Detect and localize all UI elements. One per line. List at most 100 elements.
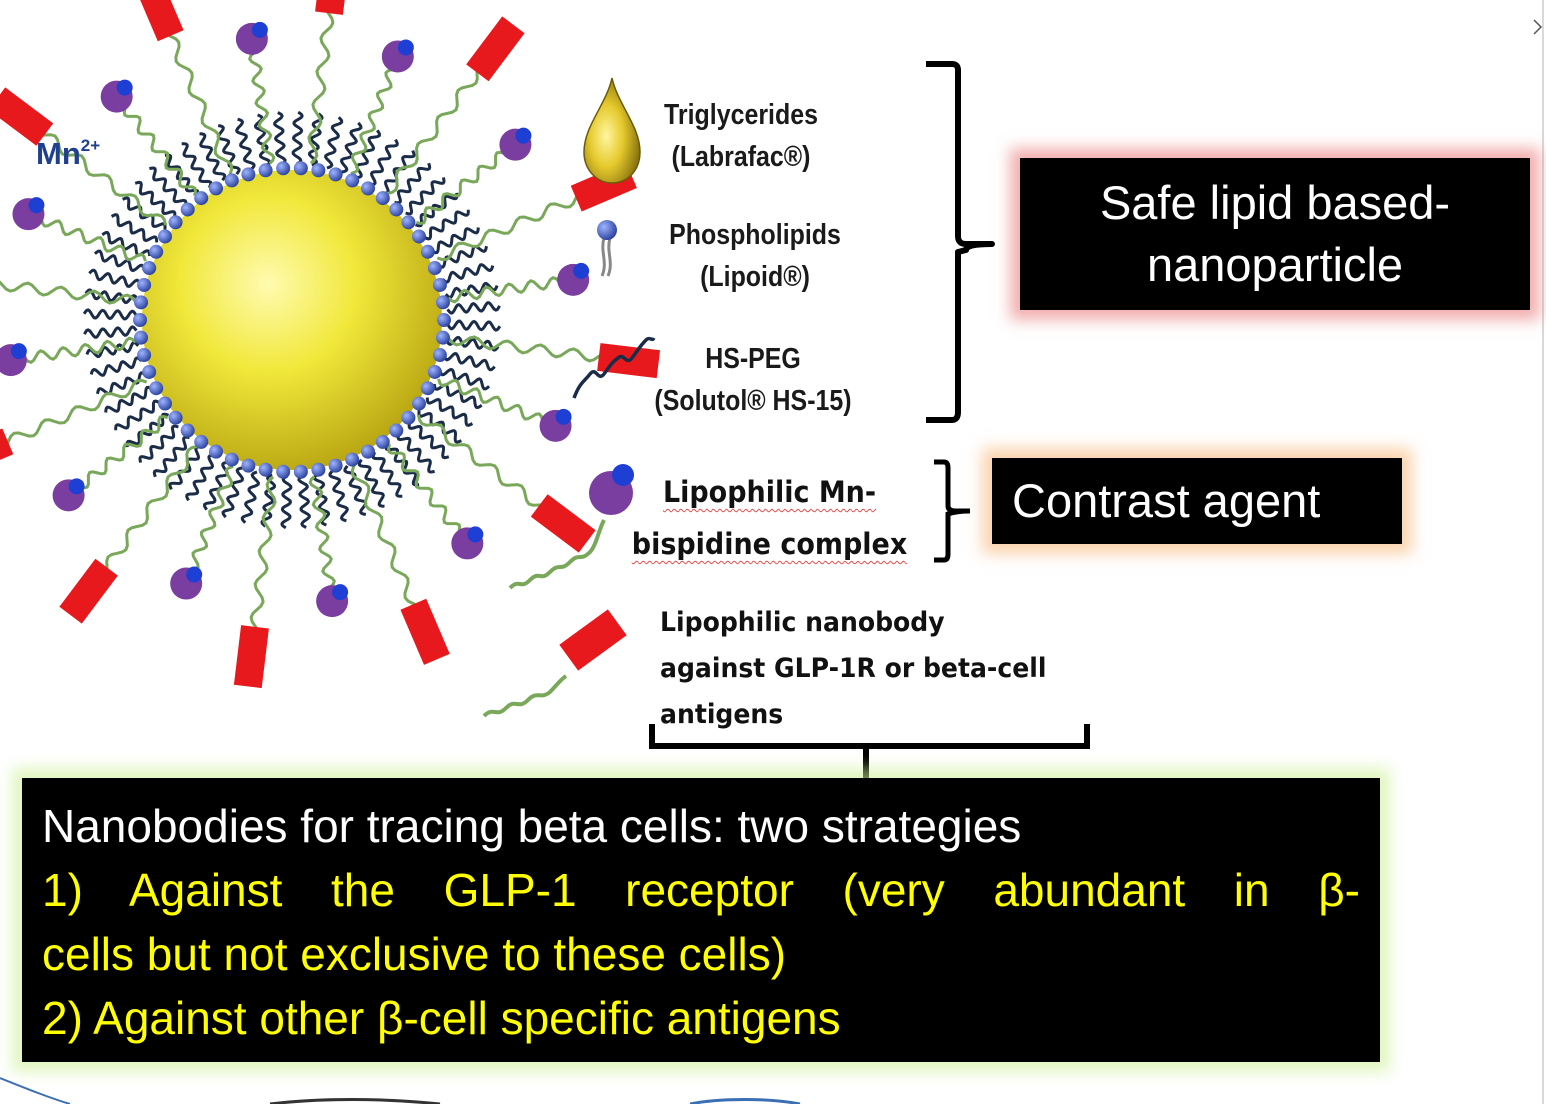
peg-chain (384, 442, 420, 487)
phospholipid-head (427, 261, 442, 276)
nanobody-block (315, 0, 351, 15)
lipid-core (142, 170, 442, 470)
peg-chain (149, 166, 188, 207)
green-tether (122, 107, 198, 197)
peg-chain (199, 132, 227, 182)
phospholipid-head (420, 244, 435, 259)
green-tether (416, 414, 554, 516)
mn-complex-ion (186, 566, 203, 583)
phospholipid-head (427, 364, 442, 379)
peg-chain (138, 424, 179, 463)
slide-edge-arrow-icon (1533, 19, 1543, 35)
peg-chain (446, 319, 502, 332)
mn-complex-ion (467, 526, 484, 543)
strategies-box: Nanobodies for tracing beta cells: two s… (22, 778, 1380, 1062)
green-tether (308, 475, 336, 589)
peg-chain (405, 177, 446, 216)
peg-chain (430, 227, 480, 255)
mn-ion-symbol: Mn (36, 136, 81, 171)
mn-complex-ion (332, 584, 349, 601)
nanobody-block (0, 87, 54, 146)
safe-callout-line1: Safe lipid based- (1099, 176, 1451, 229)
phospholipid-head (293, 161, 308, 176)
peg-chain (382, 150, 416, 195)
phospholipids-label: Phospholipids (Lipoid®) (652, 214, 858, 298)
peg-chain (114, 399, 161, 431)
phospholipid-head (142, 261, 157, 276)
phospholipid-head (435, 330, 450, 345)
peg-chain (85, 340, 140, 359)
green-tether (0, 378, 148, 451)
green-tether (248, 51, 276, 165)
nanobody-label: Lipophilic nanobody against GLP-1R or be… (660, 600, 1097, 738)
peg-chain (125, 412, 170, 448)
peg-chain (343, 465, 368, 516)
mn-complex-label: Lipophilic Mn- bispidine complex (630, 466, 909, 570)
peg-chain (297, 474, 311, 529)
strategies-heading: Nanobodies for tracing beta cells: two s… (42, 800, 1022, 852)
green-tether (307, 0, 335, 165)
peg-chain (369, 138, 399, 187)
phospholipid-head (311, 163, 326, 178)
green-tether (415, 150, 505, 226)
peg-chain (122, 196, 167, 230)
phospholipid-head (180, 202, 195, 217)
green-tether (161, 20, 234, 176)
strategy-2: 2) Against other β-cell specific antigen… (42, 992, 841, 1044)
triglycerides-name: Triglycerides (664, 99, 818, 131)
phospholipid-head (224, 452, 239, 467)
phospholipid-head (241, 458, 256, 473)
phospholipid-head (158, 396, 173, 411)
green-tether (190, 465, 234, 573)
peg-chain (407, 422, 450, 460)
mn-complex-line1: Lipophilic Mn- (662, 475, 877, 509)
phospholipid-head (411, 229, 426, 244)
peg-chain (181, 142, 213, 189)
green-tether (249, 475, 277, 644)
triglyceride-droplet-icon (583, 77, 641, 184)
green-tether (447, 276, 561, 304)
nanobody-line3: antigens (660, 699, 784, 730)
phospholipid-head (432, 348, 447, 363)
phospholipid-head (420, 381, 435, 396)
peg-chain (168, 445, 202, 490)
phospholipid-head (134, 295, 149, 310)
nanobody-line1: Lipophilic nanobody (660, 607, 945, 638)
contrast-callout-text: Contrast agent (1012, 474, 1321, 527)
peg-chain (134, 180, 177, 218)
peg-chain (240, 470, 260, 524)
peg-chain (235, 117, 256, 171)
mn-complex-line2: bispidine complex (631, 527, 908, 561)
phospholipid-head (411, 396, 426, 411)
peg-chain (216, 124, 241, 175)
green-tether (30, 124, 168, 226)
peg-chain (423, 209, 470, 241)
nanobody-block (59, 558, 118, 624)
nanobody-block (466, 16, 525, 82)
peg-chain (152, 435, 190, 478)
phospholipid-head (241, 167, 256, 182)
phospholipid-head (345, 452, 360, 467)
phospholipid-icon (597, 220, 617, 277)
peg-chain (324, 116, 344, 170)
decorative-bottom-curve (0, 1077, 71, 1104)
mn-ion-label: Mn2+ (36, 136, 100, 172)
peg-chain-icon (572, 336, 656, 399)
peg-chain (339, 121, 363, 174)
peg-chain (110, 213, 159, 243)
peg-chain (93, 249, 146, 273)
phospholipid-head (435, 295, 450, 310)
nanobody-brace (649, 724, 1090, 780)
peg-chain (88, 268, 142, 288)
phospholipid-head (133, 313, 147, 327)
green-tether (0, 280, 137, 305)
contrast-agent-callout: Contrast agent (992, 458, 1402, 544)
mn-complex-ion (68, 478, 85, 495)
phospholipid-head (158, 229, 173, 244)
contrast-agent-brace (934, 459, 971, 563)
peg-chain (96, 371, 147, 396)
peg-chain (83, 325, 138, 339)
mn-complex-ion (397, 39, 414, 56)
safe-nanoparticle-callout: Safe lipid based- nanoparticle (1020, 158, 1530, 310)
